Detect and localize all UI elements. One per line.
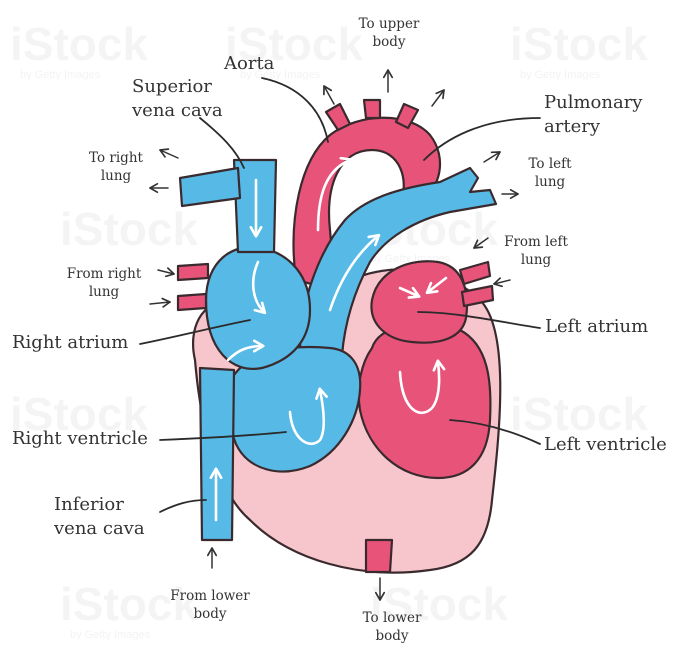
label-to-left-lung-2: lung — [535, 174, 566, 190]
label-to-left-lung-1: To left — [528, 156, 572, 172]
leader-svc — [199, 117, 245, 169]
watermark-brand: iStock — [10, 18, 148, 70]
label-superior-vena-cava-1: Superior — [132, 76, 212, 97]
arrow-up-left-branch — [323, 85, 335, 105]
flow-arrow-aorta — [316, 156, 353, 232]
leader-ivc — [159, 499, 207, 513]
flow-arrow-lv — [398, 359, 446, 414]
watermark-brand: iStock — [60, 203, 198, 255]
label-pulmonary-artery-1: Pulmonary — [544, 92, 643, 113]
arrow-to-left-lung-1 — [483, 151, 501, 163]
label-from-left-lung-1: From left — [504, 234, 568, 250]
leader-right-ventricle — [159, 431, 287, 441]
flow-arrow-ra2 — [226, 339, 265, 362]
watermark-brand: iStock — [510, 18, 648, 70]
label-to-lower-body-1: To lower — [363, 610, 422, 626]
aorta-branch-2 — [362, 98, 382, 120]
watermark-brand: iStock — [225, 18, 363, 70]
label-aorta: Aorta — [223, 53, 275, 74]
flow-arrow-ra — [251, 260, 267, 315]
leader-pulmonary-artery — [423, 117, 541, 161]
label-inferior-vena-cava-1: Inferior — [54, 494, 124, 515]
right-ventricle-chamber — [225, 345, 362, 473]
arrow-from-left-lung-2 — [493, 277, 511, 288]
watermark-brand: iStock — [10, 388, 148, 440]
label-left-ventricle: Left ventricle — [544, 434, 667, 455]
pulmonary-vein-lower — [460, 284, 495, 308]
heart-illustration — [176, 98, 502, 574]
arrow-up-right-branch — [431, 89, 445, 107]
leader-right-atrium — [139, 319, 251, 345]
right-pulmonary-vein-upper — [176, 262, 210, 282]
label-to-right-lung-1: To right — [89, 150, 143, 166]
label-from-right-lung-1: From right — [67, 266, 142, 282]
arrow-from-right-lung-2 — [149, 297, 171, 308]
aorta-branch-1 — [324, 102, 352, 132]
watermark-brand: iStock — [510, 388, 648, 440]
external-arrows — [149, 69, 519, 601]
label-to-upper-body-2: body — [372, 34, 405, 50]
aorta-branch-3 — [394, 102, 420, 130]
right-pulmonary-vein-lower — [176, 292, 208, 312]
watermark-sub: by Getty Images — [520, 69, 601, 81]
watermark-sub: by Getty Images — [240, 69, 321, 81]
label-right-ventricle: Right ventricle — [12, 428, 148, 449]
label-from-right-lung-2: lung — [89, 284, 120, 300]
label-inferior-vena-cava-2: vena cava — [53, 518, 145, 539]
flow-arrow-rv — [288, 387, 328, 446]
watermark-sub: by Getty Images — [20, 69, 101, 81]
pulmonary-trunk — [298, 166, 498, 357]
watermark-brand: iStock — [60, 578, 198, 630]
flow-arrow-la2 — [425, 276, 448, 295]
leader-aorta — [261, 77, 329, 143]
leader-left-atrium — [417, 311, 541, 329]
label-right-atrium: Right atrium — [12, 332, 128, 353]
flow-arrow-la — [398, 286, 421, 299]
label-to-lower-body-2: body — [375, 628, 408, 644]
arrow-from-right-lung-1 — [157, 267, 175, 278]
labels: Aorta To upper body Superior vena cava P… — [12, 16, 667, 644]
label-superior-vena-cava-2: vena cava — [131, 100, 223, 121]
pulmonary-vein-upper — [458, 260, 492, 286]
label-to-upper-body-1: To upper — [359, 16, 420, 32]
watermark-brand: iStock — [370, 578, 508, 630]
arrow-to-right-lung-1 — [159, 148, 179, 159]
inferior-vena-cava — [198, 366, 236, 542]
watermark-sub: by Getty Images — [70, 629, 151, 641]
descending-aorta — [364, 538, 394, 574]
label-left-atrium: Left atrium — [545, 316, 648, 337]
right-lung-artery — [178, 166, 242, 208]
label-from-left-lung-2: lung — [521, 252, 552, 268]
leader-left-ventricle — [449, 419, 541, 445]
label-from-lower-body-2: body — [193, 606, 226, 622]
leader-lines — [139, 77, 541, 513]
flow-arrow-pt — [328, 233, 381, 312]
label-from-lower-body-1: From lower — [170, 588, 250, 604]
label-to-right-lung-2: lung — [101, 168, 132, 184]
arrow-from-left-lung-1 — [473, 237, 489, 249]
label-pulmonary-artery-2: artery — [544, 116, 601, 137]
